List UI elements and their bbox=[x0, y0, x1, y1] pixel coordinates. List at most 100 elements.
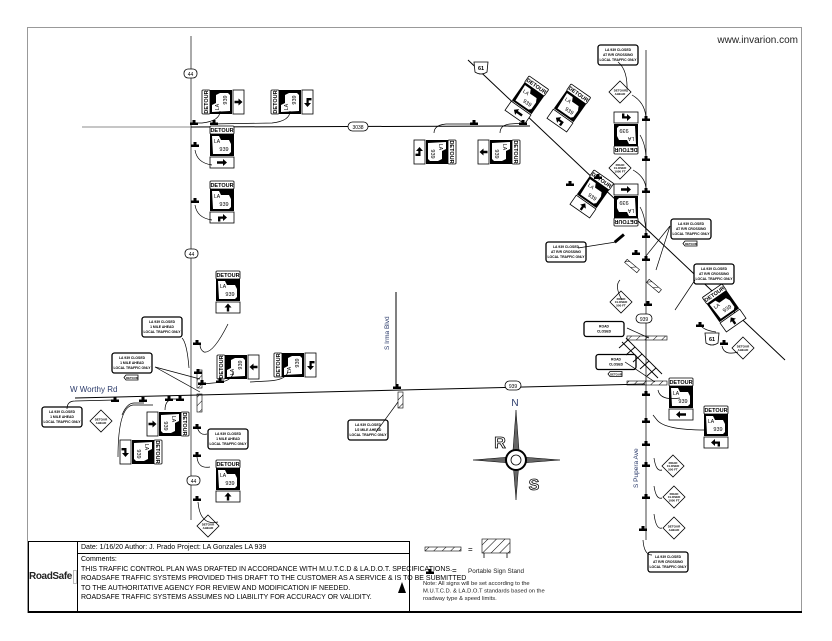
diamond-text: ROAD bbox=[669, 461, 679, 465]
diamond-text: AHEAD bbox=[96, 421, 108, 425]
sign-stand-icon bbox=[111, 397, 119, 402]
up-arrow-icon bbox=[148, 420, 157, 428]
route-marker-number: 939 bbox=[429, 149, 435, 158]
info-sign-line: 1 MILE AHEAD bbox=[150, 325, 174, 329]
sign-stand-icon bbox=[642, 462, 650, 467]
svg-text:3038: 3038 bbox=[352, 125, 363, 131]
info-sign-line: 1 MILE AHEAD bbox=[50, 415, 74, 419]
compass-rose: N R S bbox=[472, 398, 561, 501]
sign-stand-icon bbox=[642, 391, 650, 396]
turn-left-arrow-icon bbox=[304, 98, 312, 107]
diamond-text: CLOSED bbox=[615, 300, 628, 304]
title-block: RoadSafe Date: 1/16/20 Author: J. Prado … bbox=[28, 541, 466, 613]
info-sign-line: LOCAL TRAFFIC ONLY bbox=[143, 330, 181, 334]
shield-la44-mid: 44 bbox=[184, 248, 199, 259]
info-sign-line: LA 939 CLOSED bbox=[605, 48, 632, 52]
route-marker-number: 939 bbox=[162, 421, 168, 430]
diamond-text: AHEAD bbox=[203, 526, 215, 530]
diamond-text: 1000 FT bbox=[668, 499, 679, 503]
compass-r-label: R bbox=[494, 435, 506, 452]
detour-plate-text: DETOUR bbox=[614, 146, 637, 152]
info-sign-line: 1 MILE AHEAD bbox=[120, 361, 144, 365]
info-sign-line: AT R/R CROSSING bbox=[676, 227, 706, 231]
info-sign-line: 1/2 MILE AHEAD bbox=[355, 428, 382, 432]
road-label-s-irma: S Irma Blvd bbox=[384, 316, 391, 350]
sign-stand-icon bbox=[191, 142, 199, 147]
diamond-text: 500 FT bbox=[668, 468, 678, 472]
left-arrow-icon bbox=[676, 411, 686, 418]
railroad-track bbox=[618, 337, 663, 379]
shield-la939-center: 939 bbox=[504, 380, 522, 391]
turn-left-arrow-icon bbox=[307, 361, 315, 370]
info-sign-line: 1 MILE AHEAD bbox=[216, 437, 240, 441]
roadsafe-logo: RoadSafe bbox=[29, 542, 78, 611]
left-arrow-icon bbox=[621, 186, 631, 193]
route-marker-la: LA bbox=[521, 89, 530, 98]
shield-la44-top: 44 bbox=[183, 68, 198, 79]
info-sign-line: LOCAL TRAFFIC ONLY bbox=[349, 433, 387, 437]
svg-text:939: 939 bbox=[509, 384, 518, 390]
sign-stand-icon bbox=[393, 384, 401, 389]
route-marker-la: LA bbox=[143, 444, 149, 451]
sign-stand-icon bbox=[642, 256, 650, 261]
info-sign-line: LOCAL TRAFFIC ONLY bbox=[695, 277, 733, 281]
sign-stand-icon bbox=[642, 494, 650, 499]
route-marker-number: 939 bbox=[225, 481, 234, 487]
detour-plaque-text: DETOUR bbox=[610, 372, 622, 376]
route-marker-number: 939 bbox=[238, 360, 244, 369]
route-marker-la: LA bbox=[287, 366, 293, 373]
route-marker-la: LA bbox=[230, 368, 236, 375]
diamond-text: AHEAD bbox=[615, 92, 627, 96]
info-sign-line: LA 939 CLOSED bbox=[553, 245, 580, 249]
info-sign-line: LA 939 CLOSED bbox=[701, 267, 728, 271]
info-sign-line: AT R/R CROSSING bbox=[699, 272, 729, 276]
info-sign-line: LA 939 CLOSED bbox=[215, 432, 242, 436]
up-arrow-icon bbox=[224, 492, 232, 501]
route-marker-number: 939 bbox=[619, 199, 628, 205]
svg-text:939: 939 bbox=[640, 317, 649, 323]
svg-text:44: 44 bbox=[188, 72, 194, 78]
turn-left-arrow-icon bbox=[622, 113, 631, 121]
route-marker-number: 939 bbox=[295, 358, 301, 367]
legend-barricade-plan-symbol bbox=[424, 546, 462, 552]
shield-us61-bottom: 61 bbox=[704, 332, 720, 346]
sign-stand-icon bbox=[632, 250, 640, 255]
route-marker-number: 939 bbox=[722, 304, 733, 314]
comments-label: Comments: bbox=[81, 556, 117, 563]
diamond-text: AHEAD bbox=[669, 528, 681, 532]
detour-plate-text: DETOUR bbox=[512, 140, 518, 163]
info-sign-line: LOCAL TRAFFIC ONLY bbox=[113, 366, 151, 370]
turn-left-arrow-icon bbox=[711, 439, 720, 447]
diamond-text: DETOUR bbox=[202, 523, 215, 527]
diamond-text: 500 FT bbox=[616, 304, 626, 308]
up-arrow-icon bbox=[249, 363, 258, 371]
detour-plate-text: DETOUR bbox=[704, 408, 727, 414]
detour-plate-text: DETOUR bbox=[181, 412, 187, 435]
right-arrow-icon bbox=[217, 159, 227, 166]
info-sign-line: LA 939 CLOSED bbox=[678, 222, 705, 226]
legend-note-line-1: Note: All signs will be set according to… bbox=[423, 581, 530, 587]
route-marker-la: LA bbox=[627, 207, 634, 213]
info-sign-line: LOCAL TRAFFIC ONLY bbox=[672, 232, 710, 236]
sign-stand-icon bbox=[642, 418, 650, 423]
diamond-text: CLOSED bbox=[668, 495, 681, 499]
